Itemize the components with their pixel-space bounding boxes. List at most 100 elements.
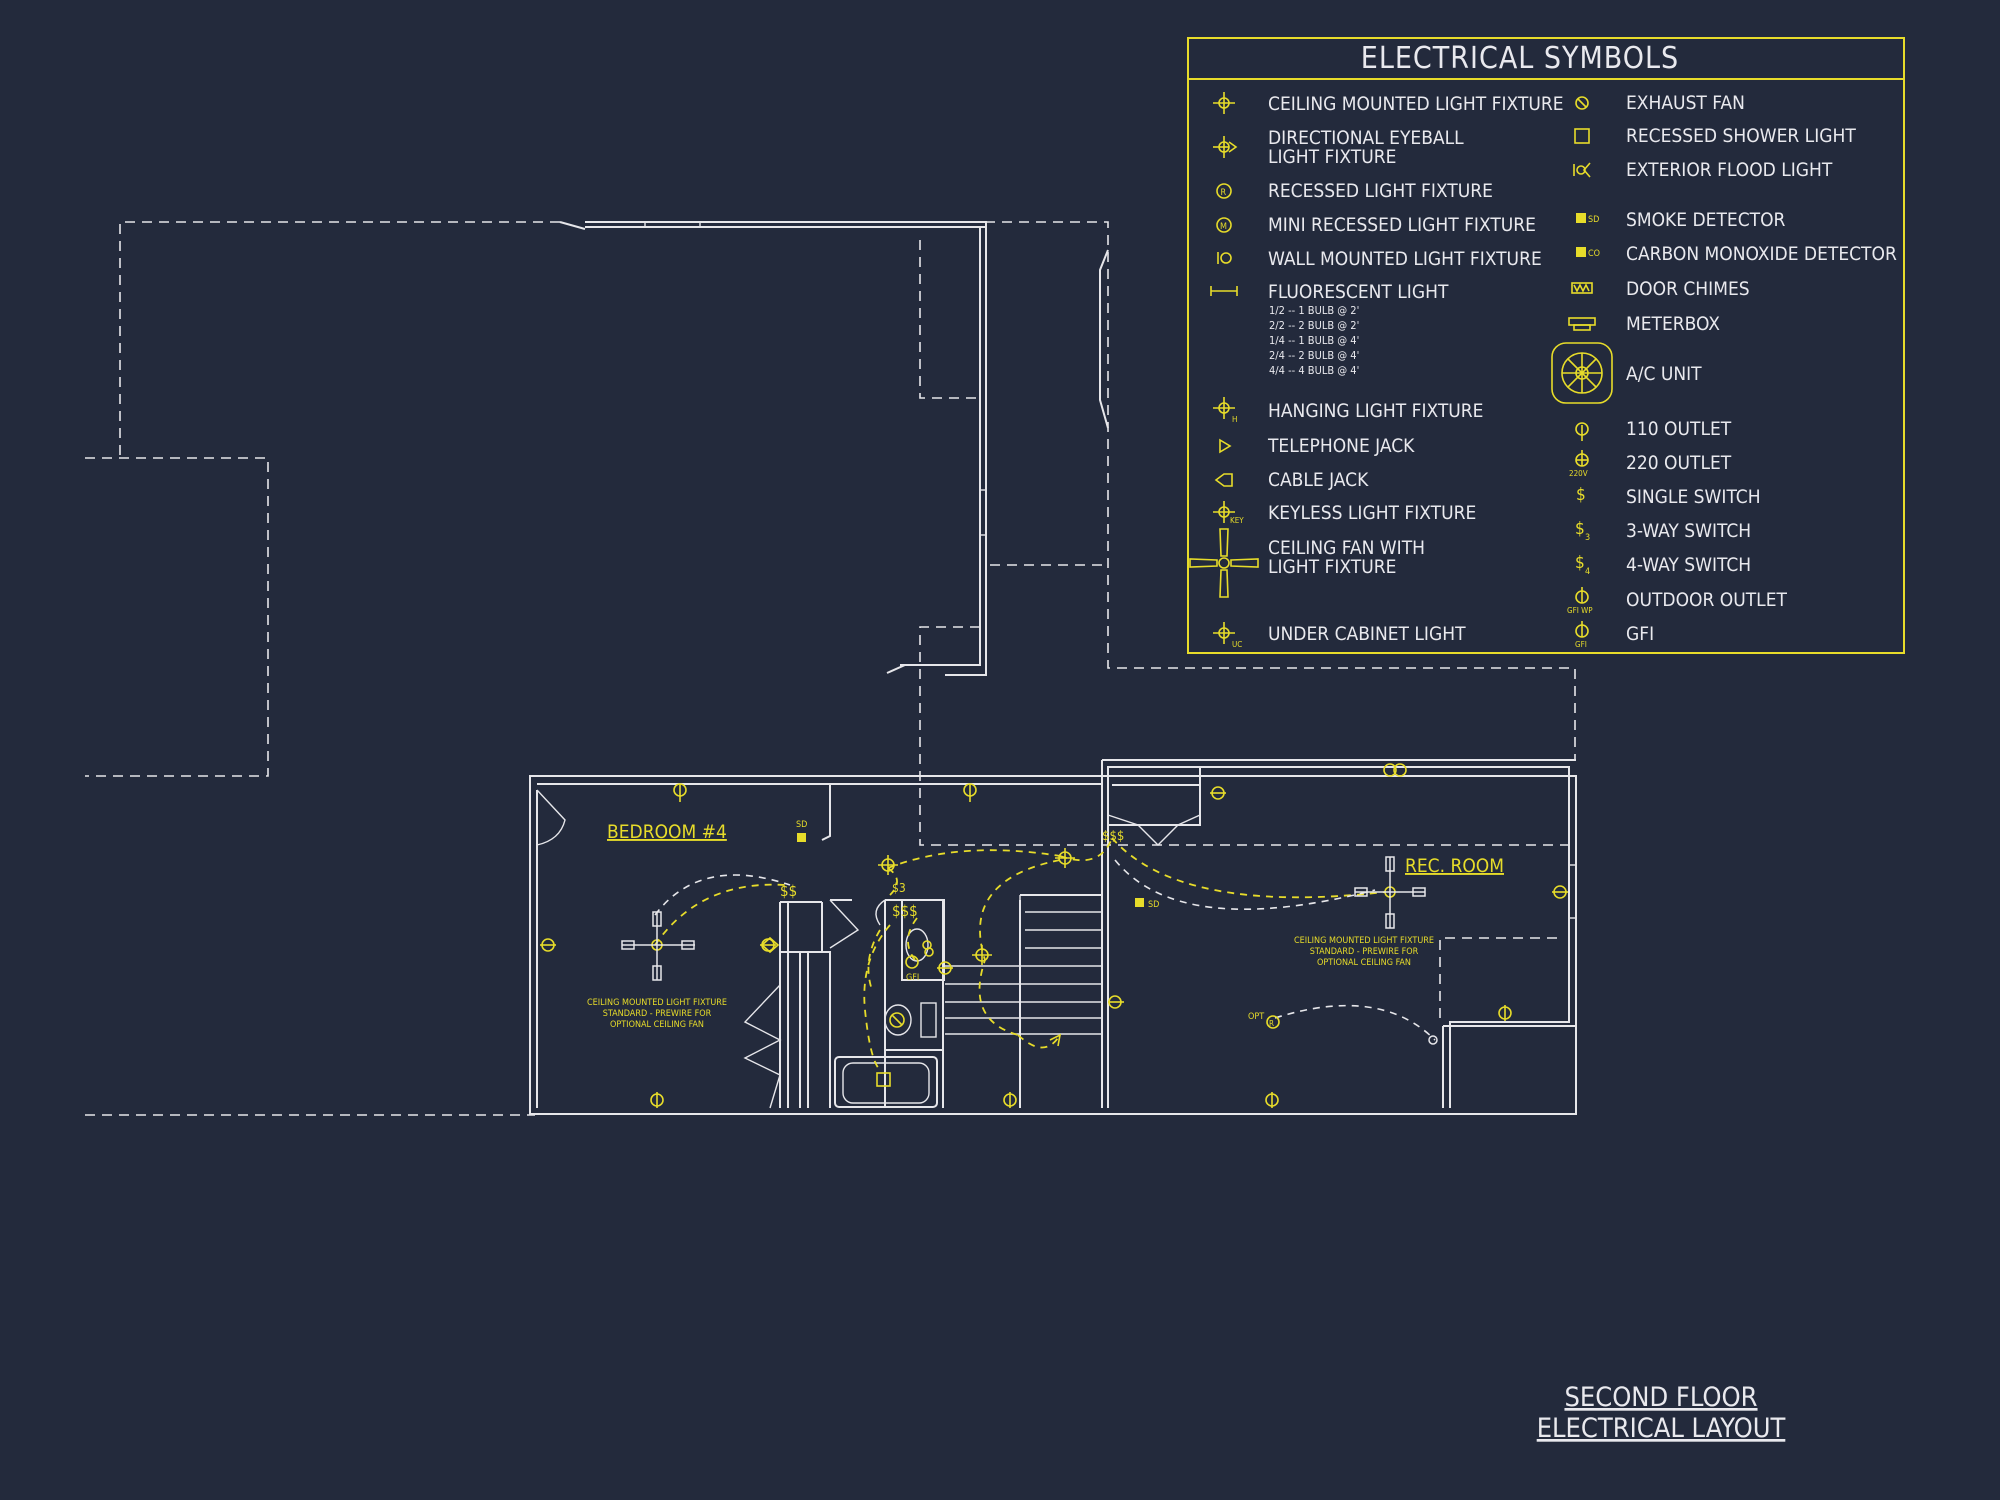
fluorescent-light-icon [1210,286,1238,296]
smoke-detector-icon: SD SD [796,820,1159,910]
svg-text:220V: 220V [1569,469,1588,478]
legend-label: EXHAUST FAN [1626,92,1745,114]
legend-label: GFI [1626,623,1654,645]
fluorescent-note: 1/4 -- 1 BULB @ 4' [1269,334,1359,347]
stair-treads [945,895,1102,1108]
legend-label: 4-WAY SWITCH [1626,554,1751,576]
legend-label: RECESSED LIGHT FIXTURE [1268,180,1493,202]
svg-text:GFI WP: GFI WP [1567,606,1593,615]
legend-label: 220 OUTLET [1626,452,1732,474]
legend-label: EXTERIOR FLOOD LIGHT [1626,159,1833,181]
wall-mounted-light-icon [1217,252,1232,264]
svg-text:OPTIONAL CEILING FAN: OPTIONAL CEILING FAN [1317,958,1411,968]
bedroom-fan-note: CEILING MOUNTED LIGHT FIXTURE STANDARD -… [587,998,727,1030]
legend-label: CABLE JACK [1268,469,1369,491]
svg-text:$: $ [1575,519,1585,539]
fluorescent-note: 2/2 -- 2 BULB @ 2' [1269,319,1359,332]
legend-label: DIRECTIONAL EYEBALL [1268,127,1464,149]
legend-label: OUTDOOR OUTLET [1626,589,1787,611]
exhaust-fan-icon [1575,96,1589,110]
legend-label: CARBON MONOXIDE DETECTOR [1626,243,1897,265]
legend-label: WALL MOUNTED LIGHT FIXTURE [1268,248,1542,270]
legend-label: HANGING LIGHT FIXTURE [1268,400,1483,422]
fluorescent-note: 4/4 -- 4 BULB @ 4' [1269,364,1359,377]
legend-label: LIGHT FIXTURE [1268,146,1396,168]
outlet-110-icon [540,763,1568,1108]
ac-unit-icon [1551,342,1613,404]
svg-text:GFI: GFI [906,973,919,983]
outlet-220-icon: 220V [1569,450,1589,478]
svg-text:OPTIONAL CEILING FAN: OPTIONAL CEILING FAN [610,1020,704,1030]
hanging-light-icon: H [1213,397,1237,424]
fluorescent-note: 2/4 -- 2 BULB @ 4' [1269,349,1359,362]
ceiling-mounted-light-icon [1213,92,1235,114]
legend-label: 3-WAY SWITCH [1626,520,1751,542]
legend-title: ELECTRICAL SYMBOLS [1361,41,1679,76]
telephone-jack-icon [1049,1033,1062,1047]
single-switch-icon: $ [1576,485,1586,505]
exhaust-fan-icon [889,1012,905,1028]
cable-jack-icon [1214,473,1233,487]
svg-text:KEY: KEY [1230,516,1244,525]
legend-label: FLUORESCENT LIGHT [1268,281,1449,303]
door-chimes-icon [1571,282,1593,294]
under-cabinet-light-icon: UC [1213,622,1242,649]
legend-label: TELEPHONE JACK [1267,435,1415,457]
svg-text:STANDARD - PREWIRE FOR: STANDARD - PREWIRE FOR [603,1009,712,1019]
title-line-1: SECOND FLOOR [1564,1382,1757,1413]
svg-text:H: H [1232,415,1237,424]
legend-label: SMOKE DETECTOR [1626,209,1786,231]
legend-label: A/C UNIT [1626,363,1702,385]
legend: ELECTRICAL SYMBOLS R M H KEY UC CEILING … [1187,37,1905,654]
recessed-shower-light-icon [876,1072,891,1087]
legend-label: UNDER CABINET LIGHT [1268,623,1466,645]
legend-label: 110 OUTLET [1626,418,1732,440]
upper-walls [559,221,1109,676]
legend-label: LIGHT FIXTURE [1268,556,1396,578]
rec-room-ceiling-fan-icon [1354,856,1426,929]
recessed-shower-light-icon [1574,128,1590,144]
carbon-monoxide-detector-icon: CO [1576,247,1600,259]
svg-text:R: R [1269,1019,1274,1028]
legend-label: RECESSED SHOWER LIGHT [1626,125,1856,147]
svg-text:OPT: OPT [1248,1012,1264,1022]
legend-label: MINI RECESSED LIGHT FIXTURE [1268,214,1536,236]
rec-room-fan-note: CEILING MOUNTED LIGHT FIXTURE STANDARD -… [1294,936,1434,968]
svg-text:SD: SD [1148,900,1159,910]
svg-text:CO: CO [1588,249,1600,259]
recessed-light-icon: R OPT [1248,1012,1438,1045]
mini-recessed-light-icon: M [1216,217,1232,233]
legend-label: SINGLE SWITCH [1626,486,1761,508]
svg-text:GFI: GFI [1575,640,1587,649]
room-label-bedroom: BEDROOM #4 [607,821,727,843]
svg-text:R: R [1221,188,1227,198]
title-line-2: ELECTRICAL LAYOUT [1537,1413,1786,1444]
svg-text:4: 4 [1585,567,1590,577]
svg-text:$3: $3 [892,881,906,895]
keyless-light-icon: KEY [1213,501,1244,525]
four-way-switch-icon: $4 [1575,553,1590,577]
recessed-light-icon: R [1216,183,1232,199]
telephone-jack-icon [1219,438,1232,454]
bath-fixture-icon: GFI [905,940,934,983]
svg-text:STANDARD - PREWIRE FOR: STANDARD - PREWIRE FOR [1310,947,1419,957]
gfi-icon: GFI [1575,621,1589,649]
svg-text:CEILING MOUNTED LIGHT FIXTURE: CEILING MOUNTED LIGHT FIXTURE [587,998,727,1008]
svg-text:$: $ [1576,485,1586,505]
switch-icon: $$ $$$ $$$ $3 [780,829,1124,920]
room-label-rec-room: REC. ROOM [1405,855,1504,877]
svg-text:$: $ [1575,553,1585,573]
three-way-switch-icon: $3 [1575,519,1590,543]
fluorescent-note: 1/2 -- 1 BULB @ 2' [1269,304,1359,317]
svg-text:3: 3 [1585,533,1590,543]
directional-eyeball-icon [1213,136,1238,158]
svg-text:CEILING MOUNTED LIGHT FIXTURE: CEILING MOUNTED LIGHT FIXTURE [1294,936,1434,946]
wiring [654,837,1386,1071]
second-floor-walls [529,759,1577,1115]
hall-light-fixtures [878,848,1075,965]
meterbox-icon [1568,317,1596,331]
legend-label: CEILING FAN WITH [1268,537,1425,559]
cable-jack-icon [760,936,780,954]
outlet-110-icon [1575,422,1589,441]
